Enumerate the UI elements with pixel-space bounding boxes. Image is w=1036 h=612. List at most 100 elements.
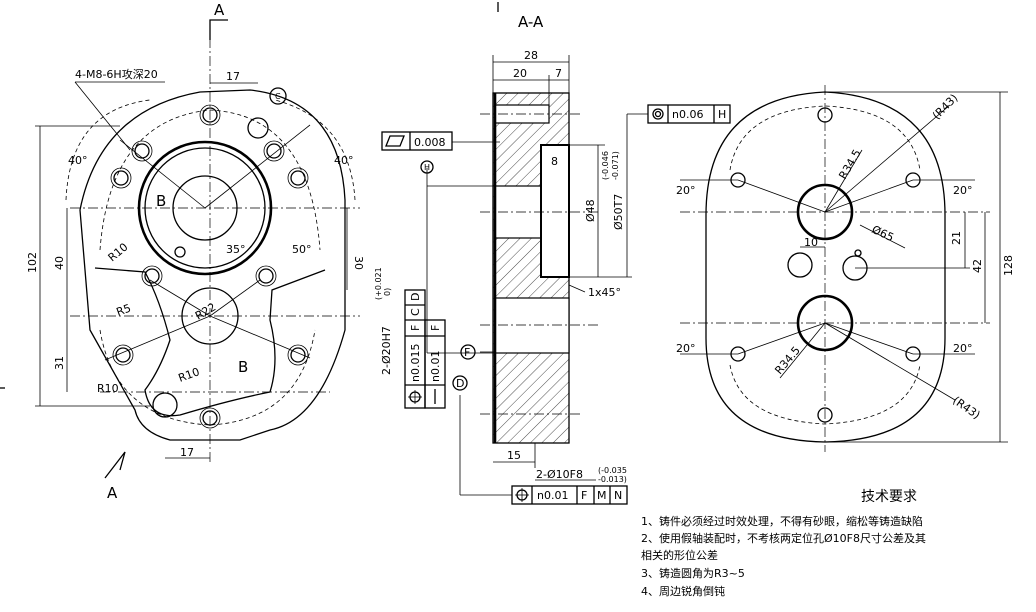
section-title: A-A [518,13,544,31]
conc-value: n0.06 [672,108,703,121]
datum-f-symbol [460,344,476,360]
fcf-position-holes [404,289,446,409]
hole-ring [141,265,163,287]
fcf-pos-ref1: F [409,325,422,331]
hole-ring [112,344,134,366]
fcf-frame [381,131,453,151]
chamfer: 1x45° [588,286,621,299]
right-pin-mark [854,249,862,257]
datum-c-symbol [269,87,287,105]
tech-requirement-item: 相关的形位公差 [641,549,718,562]
datum-h-label: H [424,163,430,172]
section-mark-bottom: A [107,484,118,502]
datum-h-symbol [420,160,434,174]
hole [266,143,282,159]
front-radial-line [209,315,311,359]
angle-50: 50° [292,243,312,256]
angle-20-3: 20° [676,342,696,355]
conc-ref: H [718,108,726,121]
hole-ring [131,140,153,162]
hole-ring [255,265,277,287]
leader-chamfer [568,284,586,293]
radius-r10-b: R10 [177,365,202,385]
right-radial [824,322,914,355]
front-radial-line [104,315,211,361]
right-radial-r43 [824,104,951,213]
dim-40: 40 [53,256,66,270]
radius-r22: R22 [193,301,218,323]
fcf-frame [647,104,731,124]
concentricity-icon-inner [654,110,662,118]
hole [247,117,269,139]
front-radial-line [149,279,211,317]
front-labels: A A 4-M8-6H攻深20 17 17 102 40 31 30 40° 4… [26,1,365,502]
dim-20: 20 [513,67,527,80]
fcf-pin-ref3: N [614,489,622,502]
front-radial-line [119,139,206,209]
pin-tol-upper: (-0.035 [598,466,627,475]
right-outline [705,91,946,443]
radius-r10-c: R10 [97,382,119,395]
hole [202,107,218,123]
dim-28: 28 [524,49,538,62]
hole-ring [287,167,309,189]
fcf-frame [511,485,628,505]
dim-15: 15 [507,449,521,462]
fcf-pin-ref1: F [581,489,587,502]
fcf-position-pins [511,485,628,505]
front-inner-pocket [94,267,326,417]
flatness-icon [385,135,405,147]
right-pin-hole-1 [787,252,813,278]
radius-r345-bottom: R34.5 [772,344,803,377]
dim-21: 21 [950,231,963,245]
hole-tol-lower: 0) [383,288,392,296]
front-radial-line [209,279,261,317]
fcf-pos-value: n0.015 [409,344,422,382]
hole [174,246,186,258]
tech-requirement-item: 3、铸造圆角为R3~5 [641,567,745,580]
dim-17-top: 17 [226,70,240,83]
hole [134,143,150,159]
section-labels: A-A 28 20 7 8 15 Ø48 Ø50T7 (-0.046 -0.07… [374,13,726,502]
angle-20-4: 20° [953,342,973,355]
dim-42: 42 [971,259,984,273]
front-view [35,19,360,479]
dia-48: Ø48 [584,199,597,222]
concentricity-icon [652,108,664,120]
dim-7: 7 [555,67,562,80]
angle-40-right: 40° [334,154,354,167]
right-radial-r345 [824,149,863,213]
flatness-value: 0.008 [414,136,446,149]
fcf-concentricity [647,104,731,124]
hole-ring [110,167,132,189]
right-radial-d65 [859,224,906,249]
dim-31: 31 [53,356,66,370]
hole [113,170,129,186]
hole [290,347,306,363]
radius-r43-top: (R43) [930,92,961,123]
hole [258,268,274,284]
hole [144,268,160,284]
tech-requirement-item: 2、使用假轴装配时，不考核两定位孔Ø10F8尺寸公差及其 [641,532,926,545]
fcf-frame [424,319,446,409]
fcf-par-ref: F [429,325,442,331]
fcf-pin-value: n0.01 [537,489,568,502]
section-mark-bottom-line [104,451,126,479]
front-radial-line [204,124,311,209]
datum-f-label: F [464,346,470,359]
thread-callout: 4-M8-6H攻深20 [75,67,158,81]
radius-r345-top: R34.5 [836,147,863,181]
dia-50-tol-upper: (-0.046 [601,151,610,180]
hole [290,170,306,186]
view-b-bottom: B [238,358,248,376]
right-radial [737,179,826,213]
right-radial [824,179,914,213]
right-radial-r43 [824,322,956,401]
dim-128: 128 [1002,255,1015,276]
tech-requirement-item: 1、铸件必须经过时效处理，不得有砂眼，缩松等铸造缺陷 [641,515,923,528]
tech-requirements-title: 技术要求 [861,489,917,505]
radius-r43-bottom: (R43) [950,394,982,422]
hole-ring [287,344,309,366]
leader-thread [74,81,131,151]
